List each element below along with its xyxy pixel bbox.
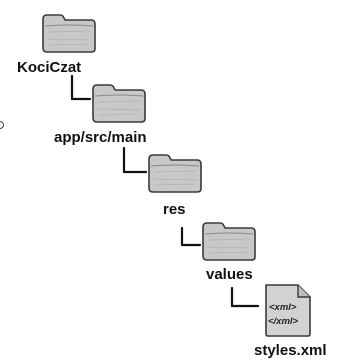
folder-label-values: values (206, 266, 253, 283)
folder-icon (42, 14, 96, 53)
xml-open-tag: <xml> (269, 302, 297, 313)
connector-values-to-styles (230, 286, 260, 308)
folder-icon (202, 222, 256, 261)
folder-label-app-src-main: app/src/main (54, 129, 147, 146)
folder-icon (92, 84, 146, 123)
file-styles-xml[interactable]: <xml> </xml> (258, 282, 316, 338)
xml-close-tag: </xml> (268, 316, 299, 327)
folder-label-kociczat: KociCzat (17, 59, 82, 76)
connector-res-to-values (180, 226, 202, 247)
connector-kociczat-to-app (70, 74, 92, 101)
folder-icon (148, 154, 202, 193)
folder-app-src-main[interactable] (90, 82, 148, 124)
folder-label-res: res (163, 201, 186, 218)
xml-file-icon: <xml> </xml> (265, 284, 311, 337)
folder-res[interactable] (146, 152, 204, 194)
folder-kociczat[interactable] (40, 12, 98, 54)
connector-app-to-res (122, 146, 148, 174)
file-label-styles-xml: styles.xml (254, 342, 327, 359)
folder-values[interactable] (200, 220, 258, 262)
